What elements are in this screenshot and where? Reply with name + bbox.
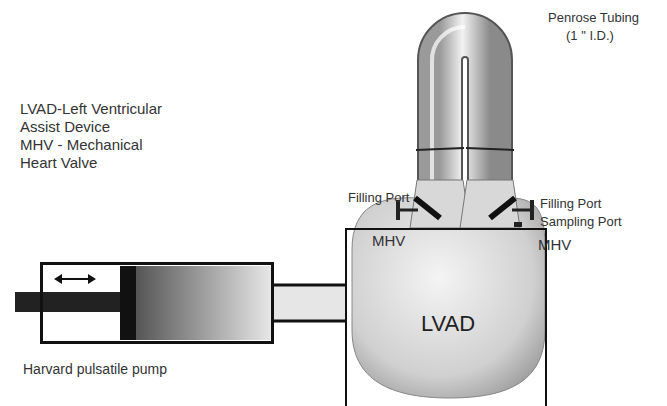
legend-note: LVAD-Left Ventricular Assist Device — [20, 100, 190, 136]
clamp-band — [466, 148, 514, 150]
stroke-arrow — [58, 278, 92, 280]
tube-highlight — [432, 27, 465, 200]
stroke-arrow-head — [54, 274, 96, 284]
legend-note: MHV - Mechanical Heart Valve — [20, 136, 170, 172]
port-label: Filling Port — [348, 190, 409, 206]
pump-chamber — [136, 266, 272, 340]
mechanical-heart-valve — [490, 198, 515, 218]
filling-port-handle — [530, 200, 534, 220]
piston — [120, 266, 136, 340]
lvad-housing: LVAD — [345, 228, 547, 406]
port-label: Filling Port — [540, 196, 601, 212]
pulsatile-pump: Harvard pulsatile pump — [40, 262, 274, 344]
node-text: Harvard pulsatile pump — [23, 361, 167, 377]
mechanical-heart-valve — [415, 198, 440, 218]
valve-neck — [460, 180, 520, 228]
port-label: Sampling Port — [540, 214, 622, 230]
connecting-tube — [274, 285, 345, 321]
piston-rod — [15, 292, 125, 312]
tubing-size: (1 " I.D.) — [566, 28, 614, 44]
node-text: LVAD — [421, 311, 475, 337]
sampling-port — [514, 222, 522, 227]
tubing-label: Penrose Tubing — [548, 10, 639, 26]
clamp-band — [416, 148, 464, 150]
filling-port — [398, 209, 418, 212]
filling-port — [512, 209, 532, 212]
valve-label: MHV — [372, 232, 405, 250]
valve-label: MHV — [538, 236, 571, 254]
